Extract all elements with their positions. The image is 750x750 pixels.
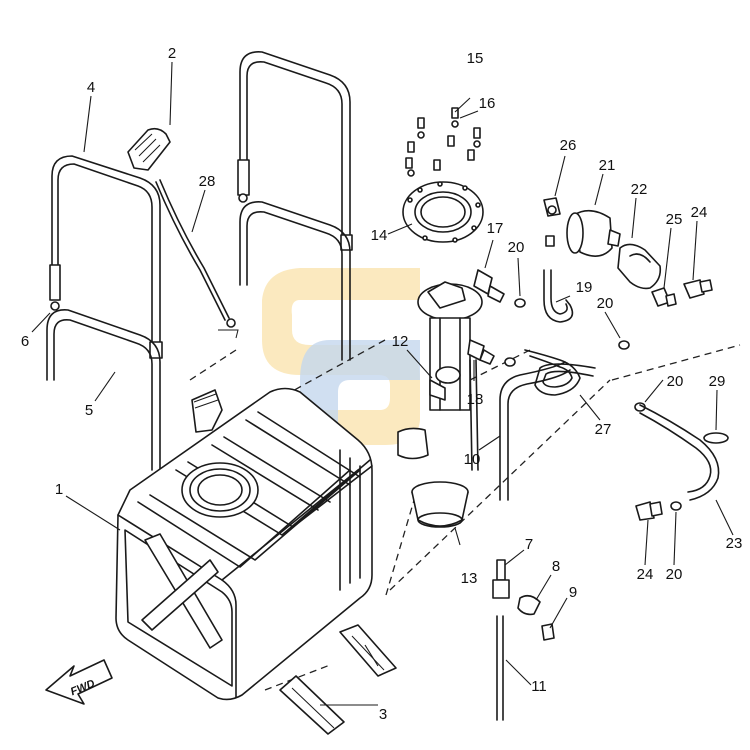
filler-cap: [127, 127, 171, 171]
callout-20a: 20: [508, 239, 525, 256]
callout-11: 11: [531, 678, 547, 695]
callout-2: 2: [168, 45, 176, 62]
callout-16: 16: [479, 95, 496, 112]
callout-20c: 20: [667, 373, 684, 390]
fuel-strainer: [411, 481, 469, 528]
callout-19: 19: [576, 279, 593, 296]
callout-3: 3: [379, 706, 387, 723]
callout-24a: 24: [691, 204, 708, 221]
callout-10: 10: [464, 451, 481, 468]
strap-lower-left: [46, 309, 161, 471]
callout-21: 21: [599, 157, 616, 174]
callout-17: 17: [487, 220, 504, 237]
callout-28: 28: [199, 173, 216, 190]
strap-upper-left: [49, 155, 163, 359]
filter-clamp: [617, 243, 662, 290]
forward-direction-arrow: [45, 659, 113, 705]
filter-hose: [543, 269, 574, 323]
outlet-fitting: [651, 287, 677, 307]
callout-14: 14: [371, 227, 388, 244]
callout-26: 26: [560, 137, 577, 154]
callout-20b: 20: [597, 295, 614, 312]
callout-29: 29: [709, 373, 726, 390]
filter-inlet-fitting: [543, 197, 561, 217]
callout-numbers: 1 2 3 4 5 6 7 8 9 10 11 12 13 14 15 16 1…: [21, 45, 743, 723]
callout-9: 9: [569, 584, 577, 601]
quick-connect-fittings: [635, 279, 713, 521]
callout-8: 8: [552, 558, 560, 575]
callout-27: 27: [595, 421, 612, 438]
fuel-tank: [115, 387, 373, 701]
callout-22: 22: [631, 181, 648, 198]
callout-13: 13: [461, 570, 478, 587]
callout-20d: 20: [666, 566, 683, 583]
o-ring: [703, 432, 729, 444]
pump-flange-ring: [402, 181, 484, 243]
callout-1: 1: [55, 481, 63, 498]
callout-5: 5: [85, 402, 93, 419]
fuel-pump-assembly: [397, 281, 483, 471]
watermark-logo: [262, 268, 420, 445]
callout-23: 23: [726, 535, 743, 552]
flange-screws: [405, 107, 481, 177]
fuel-line-hose: [639, 404, 720, 501]
callout-7: 7: [525, 536, 533, 553]
callout-15: 15: [467, 50, 484, 67]
fuel-filter: [545, 209, 621, 257]
strap-lower-right: [239, 201, 351, 361]
vent-valve-parts: [492, 559, 555, 721]
strap-nut: [50, 193, 248, 311]
callout-24b: 24: [637, 566, 654, 583]
callout-4: 4: [87, 79, 95, 96]
callout-6: 6: [21, 333, 29, 350]
callout-leader-lines: [31, 61, 734, 706]
vent-tube: [155, 179, 239, 339]
callout-12: 12: [392, 333, 409, 350]
callout-18: 18: [467, 391, 484, 408]
pump-fittings: [467, 269, 682, 511]
strap-upper-right: [237, 51, 353, 251]
callout-25: 25: [666, 211, 683, 228]
supply-hose: [524, 349, 596, 396]
